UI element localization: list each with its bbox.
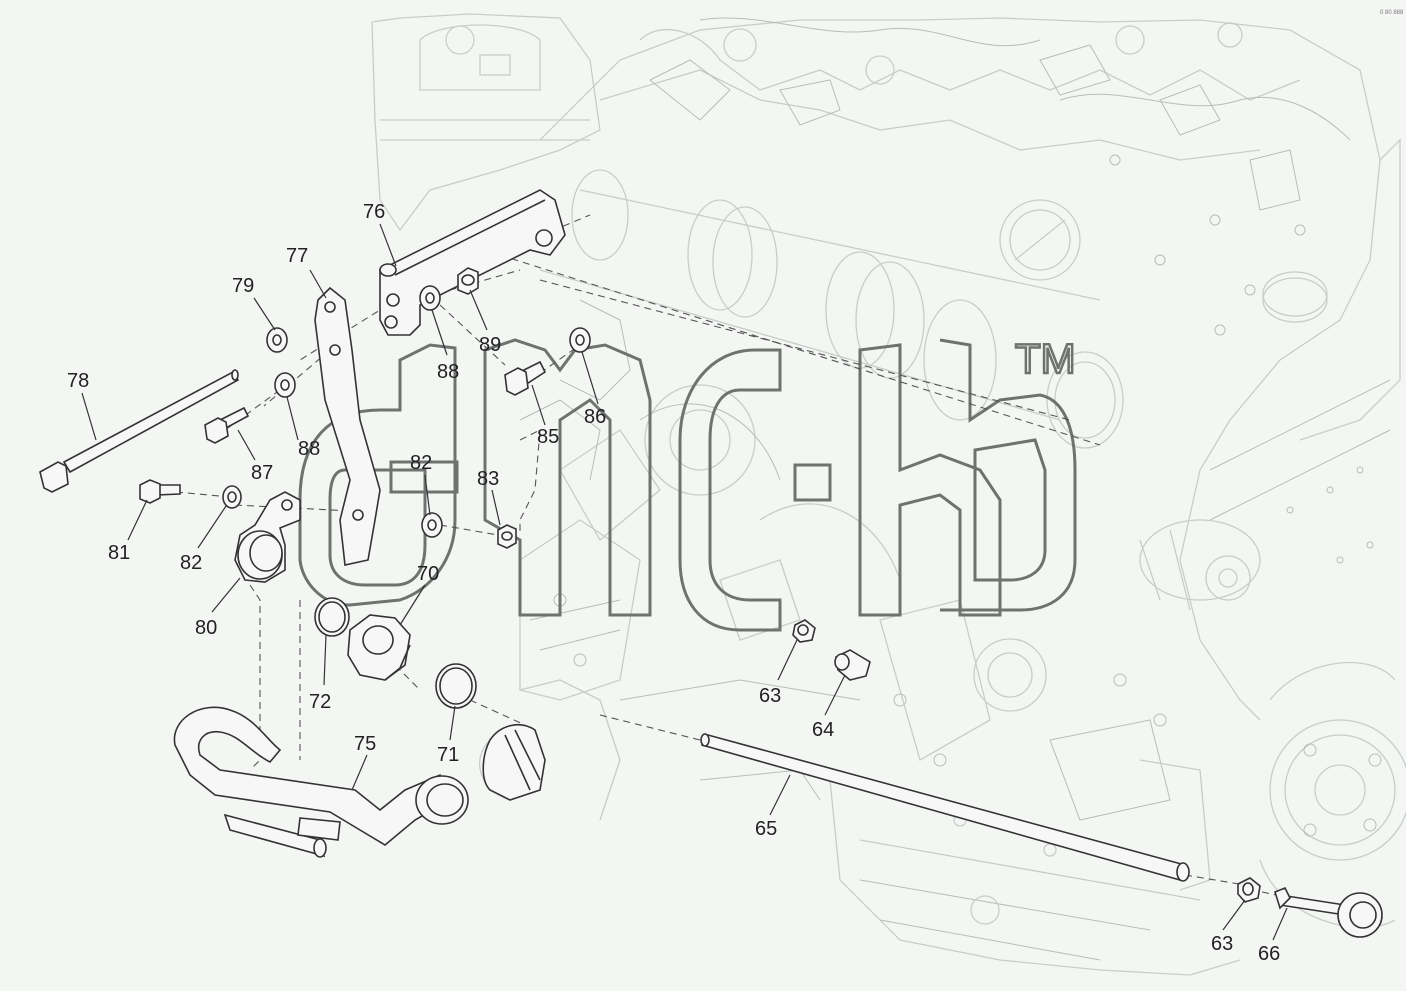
part-78-long-bolt: [39, 369, 240, 493]
part-82-washer-b: [421, 512, 443, 538]
part-63-clip-b: [1237, 877, 1261, 903]
part-66-dipstick: [1274, 886, 1383, 938]
part-87-bolt: [204, 406, 250, 444]
callout-85: 85: [537, 426, 559, 448]
part-75-hose: [173, 706, 469, 858]
callout-75: 75: [354, 733, 376, 755]
callout-87: 87: [251, 462, 273, 484]
part-86-washer: [569, 327, 591, 353]
engine-background: [371, 13, 1406, 976]
callout-80: 80: [195, 617, 217, 639]
part-83-nut: [497, 524, 517, 549]
callout-66: 66: [1258, 943, 1280, 965]
corner-code: 0 80 888: [1380, 10, 1404, 16]
callout-65: 65: [755, 818, 777, 840]
callout-82-lower: 82: [180, 552, 202, 574]
callout-83: 83: [477, 468, 499, 490]
part-81-bolt: [139, 479, 181, 504]
callout-71: 71: [437, 744, 459, 766]
callout-82-upper: 82: [410, 452, 432, 474]
callout-86: 86: [584, 406, 606, 428]
watermark-logo: TM: [298, 334, 1077, 632]
callout-88-upper: 88: [437, 361, 459, 383]
part-72-o-ring: [314, 597, 350, 637]
callout-77: 77: [286, 245, 308, 267]
callout-79: 79: [232, 275, 254, 297]
callout-63-lower: 63: [1211, 933, 1233, 955]
callout-72: 72: [309, 691, 331, 713]
part-82-washer-a: [222, 485, 242, 509]
part-89-nut: [457, 267, 479, 295]
callout-labels: 76 77 79 89 88 86 78 85 88 87 82 83 81 8…: [67, 201, 1280, 965]
watermark-tm: TM: [1015, 335, 1076, 382]
foreground-parts: [39, 189, 1383, 938]
callout-64: 64: [812, 719, 834, 741]
part-77-strap: [314, 286, 381, 566]
callout-63-upper: 63: [759, 685, 781, 707]
part-88-washer-a: [419, 285, 441, 311]
callout-88-lower: 88: [298, 438, 320, 460]
tube-cap-piece: [482, 724, 546, 801]
part-76-bracket: [379, 189, 566, 336]
part-88-washer-b: [274, 372, 296, 398]
leader-lines: [81, 223, 1288, 941]
callout-81: 81: [108, 542, 130, 564]
callout-78: 78: [67, 370, 89, 392]
part-80-clamp: [234, 491, 301, 583]
callout-76: 76: [363, 201, 385, 223]
part-71-o-ring: [435, 663, 477, 709]
part-65-tube: [700, 733, 1190, 882]
callout-70: 70: [417, 563, 439, 585]
part-79-washer: [266, 327, 288, 353]
part-64-plug: [834, 649, 871, 681]
part-85-capscrew: [504, 360, 547, 396]
part-70-fitting: [347, 614, 411, 681]
callout-89: 89: [479, 334, 501, 356]
part-63-clip-a: [792, 619, 816, 643]
